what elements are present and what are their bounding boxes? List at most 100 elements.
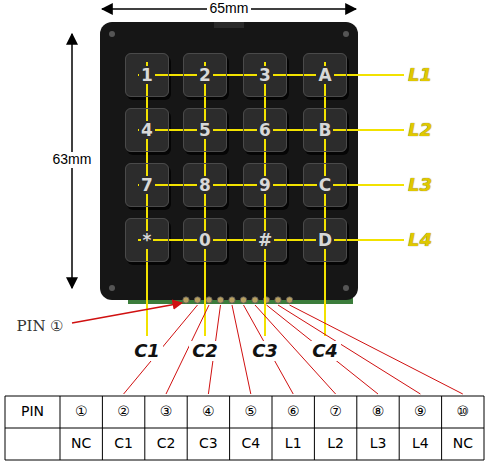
key-label: 0 xyxy=(197,231,213,250)
pin-signal-cell: C3 xyxy=(199,436,218,451)
key-label: 2 xyxy=(197,66,213,85)
table-rule xyxy=(5,460,484,461)
table-rule xyxy=(229,396,230,460)
pin-number-cell: ④ xyxy=(202,404,215,419)
keypad-key: 7 xyxy=(125,163,169,207)
pin-number-cell: ① xyxy=(75,404,88,419)
pin-leader xyxy=(232,305,251,394)
header-pin xyxy=(229,297,235,303)
pin-callout: PIN ① xyxy=(14,318,67,335)
pin-leader xyxy=(278,305,420,394)
header-pin xyxy=(217,297,223,303)
pin-number-cell: ② xyxy=(117,404,130,419)
key-label: D xyxy=(316,231,334,250)
row-signal-label: L2 xyxy=(408,120,432,140)
header-pin xyxy=(194,297,200,303)
keypad-key: 6 xyxy=(243,108,287,152)
keypad-key: A xyxy=(303,53,347,97)
table-rule xyxy=(441,396,442,460)
key-label: # xyxy=(256,231,274,250)
column-signal-label: C2 xyxy=(189,341,221,361)
keypad-key: * xyxy=(125,218,169,262)
row-signal-label: L3 xyxy=(408,175,432,195)
pin-leader xyxy=(267,305,379,394)
table-rule xyxy=(272,396,273,460)
table-rule xyxy=(5,396,484,397)
pin-number-cell: ⑤ xyxy=(245,404,258,419)
pin-signal-cell: L3 xyxy=(370,436,387,451)
pin-number-cell: ⑨ xyxy=(414,404,427,419)
pin-table-grid xyxy=(5,396,484,460)
pin-leader-lines xyxy=(124,305,463,394)
column-signal-label: C3 xyxy=(249,341,281,361)
column-line xyxy=(204,62,206,336)
table-rule xyxy=(187,396,188,460)
keypad-key: 9 xyxy=(243,163,287,207)
keypad-key: 3 xyxy=(243,53,287,97)
key-label: 5 xyxy=(197,121,213,140)
pin-number-cell: ③ xyxy=(160,404,173,419)
header-pin xyxy=(275,297,281,303)
header-pins xyxy=(183,297,293,303)
pin-signal-cell: L4 xyxy=(412,436,429,451)
pin-signal-cell: C4 xyxy=(241,436,260,451)
pin-pointer-arrow xyxy=(72,303,182,323)
pin-leader xyxy=(124,305,198,394)
header-pin xyxy=(286,297,292,303)
row-signal-label: L1 xyxy=(408,65,432,85)
table-rule xyxy=(399,396,400,460)
dimension-label: 65mm xyxy=(207,1,252,16)
header-pin xyxy=(206,297,212,303)
key-label: 7 xyxy=(139,176,155,195)
keypad-key: 8 xyxy=(183,163,227,207)
pin-signal-cell: C1 xyxy=(114,436,133,451)
mount-hole xyxy=(109,285,115,291)
table-rule xyxy=(314,396,315,460)
header-pin xyxy=(240,297,246,303)
table-rule xyxy=(144,396,145,460)
pin-number-cell: ⑥ xyxy=(287,404,300,419)
mount-hole xyxy=(109,31,115,37)
table-rule xyxy=(5,428,484,429)
mount-hole xyxy=(343,285,349,291)
pin-number-cell: ⑦ xyxy=(329,404,342,419)
column-line xyxy=(324,62,326,336)
table-rule xyxy=(484,396,485,460)
table-rule xyxy=(102,396,103,460)
pin-number-cell: ⑧ xyxy=(372,404,385,419)
row-signal-label: L4 xyxy=(408,230,432,250)
key-label: A xyxy=(316,66,333,85)
column-line xyxy=(146,62,148,336)
keypad-key: # xyxy=(243,218,287,262)
key-label: 8 xyxy=(197,176,213,195)
pin-signal-cell: C2 xyxy=(157,436,176,451)
pin-signal-cell: L1 xyxy=(285,436,302,451)
key-label: C xyxy=(317,176,333,195)
key-label: 3 xyxy=(257,66,273,85)
column-line xyxy=(264,62,266,336)
keypad-key: B xyxy=(303,108,347,152)
keypad-key: C xyxy=(303,163,347,207)
key-label: B xyxy=(317,121,334,140)
pin-leader xyxy=(244,305,294,394)
key-label: 6 xyxy=(257,121,273,140)
keypad-key: 0 xyxy=(183,218,227,262)
keypad-key: 4 xyxy=(125,108,169,152)
key-label: 9 xyxy=(257,176,273,195)
dimension-label: 63mm xyxy=(50,152,95,167)
keypad-key: 2 xyxy=(183,53,227,97)
pin-signal-cell: NC xyxy=(453,436,473,451)
table-rule xyxy=(356,396,357,460)
header-pin xyxy=(252,297,258,303)
pin-number-cell: ⑩ xyxy=(457,404,470,419)
matrix-lines xyxy=(138,62,404,336)
header-pin xyxy=(183,297,189,303)
table-header-cell: PIN xyxy=(21,404,44,419)
key-label: 4 xyxy=(139,121,155,140)
pin-leader xyxy=(290,305,463,394)
keypad-key: 1 xyxy=(125,53,169,97)
key-label: * xyxy=(141,231,154,250)
keypad-key: 5 xyxy=(183,108,227,152)
key-shapes xyxy=(125,53,349,265)
